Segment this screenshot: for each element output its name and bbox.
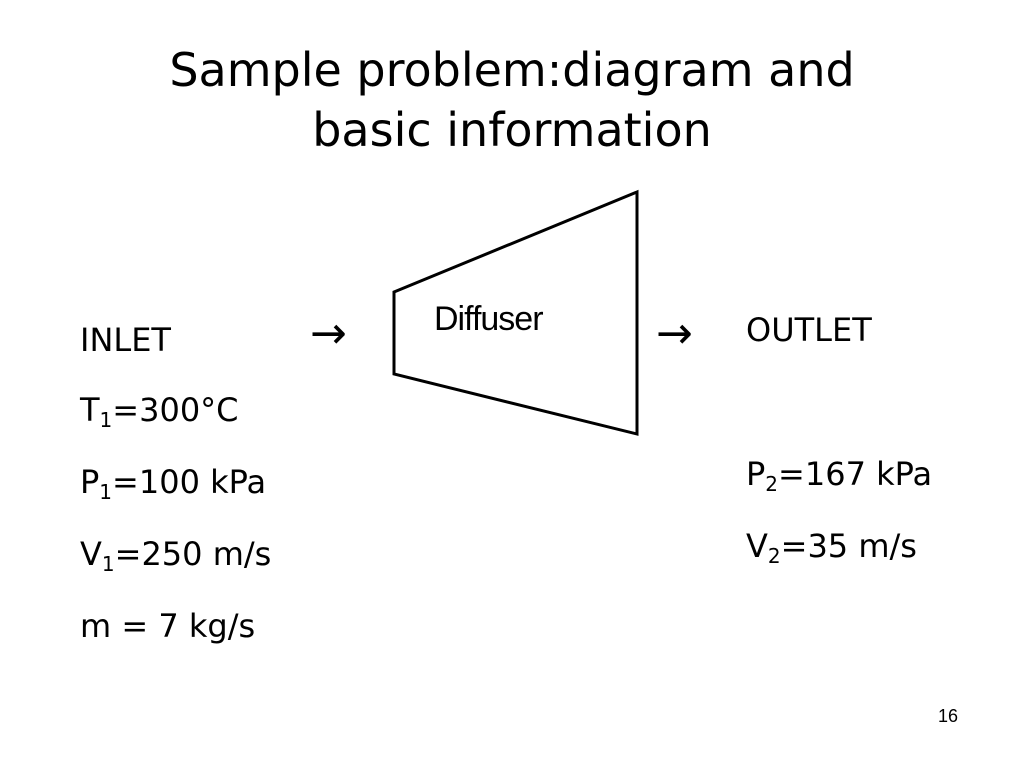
inlet-velocity-symbol: V (80, 535, 102, 573)
inlet-velocity-subscript: 1 (101, 552, 115, 576)
inlet-velocity: V1=250 m/s (80, 535, 272, 574)
outlet-pressure: P2=167 kPa (746, 455, 933, 494)
diffuser-shape (392, 189, 639, 436)
inlet-pressure: P1=100 kPa (80, 463, 267, 502)
outlet-velocity: V2=35 m/s (746, 527, 917, 566)
outlet-velocity-value: =35 m/s (780, 527, 917, 565)
inlet-temperature: T1=300°C (80, 391, 239, 430)
title-line-2: basic information (312, 103, 712, 157)
inlet-pressure-symbol: P (80, 463, 100, 501)
outlet-velocity-symbol: V (746, 527, 768, 565)
outlet-pressure-subscript: 2 (765, 472, 779, 496)
inlet-pressure-value: =100 kPa (112, 463, 267, 501)
inlet-arrow-icon: → (310, 308, 347, 359)
inlet-temperature-symbol: T (80, 391, 100, 429)
outlet-arrow-icon: → (656, 308, 693, 359)
outlet-pressure-value: =167 kPa (778, 455, 933, 493)
inlet-pressure-subscript: 1 (99, 480, 113, 504)
outlet-pressure-symbol: P (746, 455, 766, 493)
inlet-temperature-subscript: 1 (99, 408, 113, 432)
title-line-1: Sample problem:diagram and (169, 43, 855, 97)
inlet-temperature-value: =300°C (112, 391, 239, 429)
outlet-velocity-subscript: 2 (767, 544, 781, 568)
diffuser-label: Diffuser (434, 300, 544, 338)
inlet-mass-flow: m = 7 kg/s (80, 607, 256, 645)
outlet-heading: OUTLET (746, 311, 872, 349)
slide-title: Sample problem:diagram and basic informa… (0, 40, 1024, 160)
page-number: 16 (938, 706, 959, 726)
inlet-velocity-value: =250 m/s (114, 535, 272, 573)
inlet-heading: INLET (80, 321, 171, 359)
